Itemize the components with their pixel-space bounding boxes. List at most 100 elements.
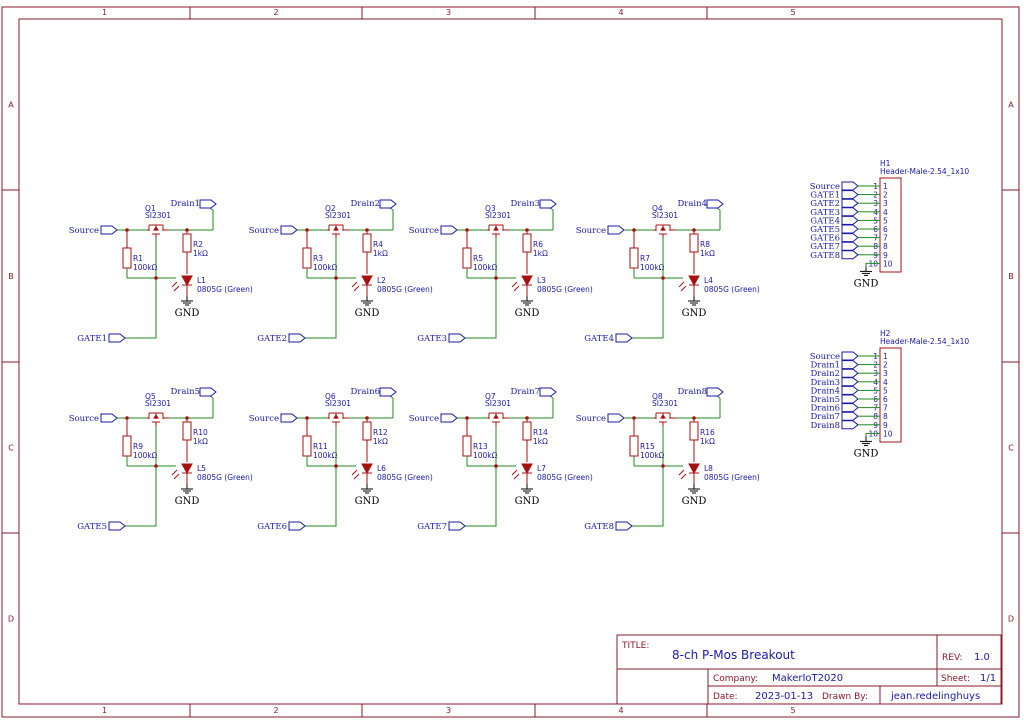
junction-dot [692,228,696,232]
junction-dot [334,276,338,280]
gate-resistor-ref: R11 [313,442,328,451]
led-value: 0805G (Green) [377,285,433,294]
header-net-flag [841,360,859,370]
source-net-flag [440,413,458,423]
header-net-flag [841,224,859,234]
header-net-label: Drain3 [810,378,840,388]
rev-label: REV: [942,653,962,663]
mosfet-arrow [660,226,666,231]
mosfet-part: SI2301 [485,211,511,220]
company-label: Company: [713,674,758,684]
led-resistor-body [522,233,532,253]
zone-col-bottom: 5 [790,706,795,715]
mosfet-arrow [493,226,499,231]
led-anode [361,275,373,287]
led-emission-arrow [173,473,180,480]
led-ref: L7 [537,464,546,473]
header-net-label: Drain5 [810,395,840,405]
header-net-label: GATE2 [810,199,840,209]
junction-dot [305,228,309,232]
led-emission-arrow [171,281,178,288]
gate-resistor-ref: R13 [473,442,488,451]
zone-row-left: A [8,101,14,110]
channel-2: SourceQ2SI2301Drain2R3100kΩGATE2R41kΩL20… [249,199,433,344]
sheet-value: 1/1 [980,673,996,684]
junction-dot [494,464,498,468]
mosfet-part: SI2301 [145,399,171,408]
drain-net-label: Drain4 [677,199,707,209]
source-net-label: Source [249,414,279,424]
led-ref: L5 [197,464,206,473]
header-ref: H2 [880,329,891,338]
gate-net-wire [632,466,664,527]
led-resistor-value: 1kΩ [373,437,388,446]
drain-net-flag [539,387,557,397]
led-resistor-body [362,421,372,441]
header-net-flag [841,250,859,260]
channel-6: SourceQ6SI2301Drain6R11100kΩGATE6R121kΩL… [249,387,433,532]
led-anode [181,463,193,475]
zone-col-top: 4 [618,8,623,17]
gate-net-flag [448,333,466,343]
drain-net-flag [539,199,557,209]
gate-net-label: GATE8 [584,522,614,532]
led-value: 0805G (Green) [377,473,433,482]
junction-dot [692,416,696,420]
led-emission-arrow [513,285,520,292]
led-value: 0805G (Green) [197,473,253,482]
junction-dot [365,416,369,420]
header-pin-number: 4 [883,378,888,387]
header-net-flag [841,181,859,191]
junction-dot [494,276,498,280]
title-label: TITLE: [621,641,649,651]
header-pin-number: 10 [883,259,893,268]
led-emission-arrow [513,473,520,480]
zone-row-left: C [8,444,14,453]
led-emission-arrow [171,469,178,476]
led-ref: L1 [197,276,206,285]
zone-row-right: C [1008,444,1014,453]
mosfet-part: SI2301 [652,399,678,408]
drain-net-label: Drain1 [170,199,200,209]
mosfet-ref: Q3 [485,204,496,213]
led-resistor-ref: R2 [193,240,203,249]
mosfet-ref: Q2 [325,204,336,213]
source-net-label: Source [409,414,439,424]
header-net-label: GATE1 [810,191,840,201]
mosfet-arrow [333,226,339,231]
gate-net-wire [465,278,497,339]
gate-net-flag [108,521,126,531]
header-pin-number: 5 [883,216,888,225]
led-resistor-ref: R4 [373,240,383,249]
junction-dot [154,276,158,280]
junction-dot [125,416,129,420]
led-anode [688,275,700,287]
drain-net-flag [199,199,217,209]
zone-col-bottom: 2 [273,706,278,715]
gate-net-wire [125,278,157,339]
header-net-flag [841,420,859,430]
gate-resistor-value: 100kΩ [313,263,338,272]
header-pin-number: 1 [883,182,888,191]
channel-5: SourceQ5SI2301Drain5R9100kΩGATE5R101kΩL5… [69,387,253,532]
led-ref: L4 [704,276,713,285]
header-pin-number: 9 [883,251,888,260]
ground-label: GND [355,496,380,507]
mosfet-part: SI2301 [325,399,351,408]
gate-resistor-body [462,247,472,269]
led-emission-arrow [351,281,358,288]
header-net-flag [841,368,859,378]
gate-resistor-body [302,435,312,457]
led-resistor-value: 1kΩ [373,249,388,258]
gate-resistor-value: 100kΩ [640,263,665,272]
header-net-flag [841,377,859,387]
gate-resistor-ref: R5 [473,254,483,263]
junction-dot [334,464,338,468]
led-resistor-ref: R12 [373,428,388,437]
junction-dot [305,416,309,420]
header-net-label: GATE4 [810,216,840,226]
header-ref: H1 [880,159,891,168]
gate-net-flag [448,521,466,531]
